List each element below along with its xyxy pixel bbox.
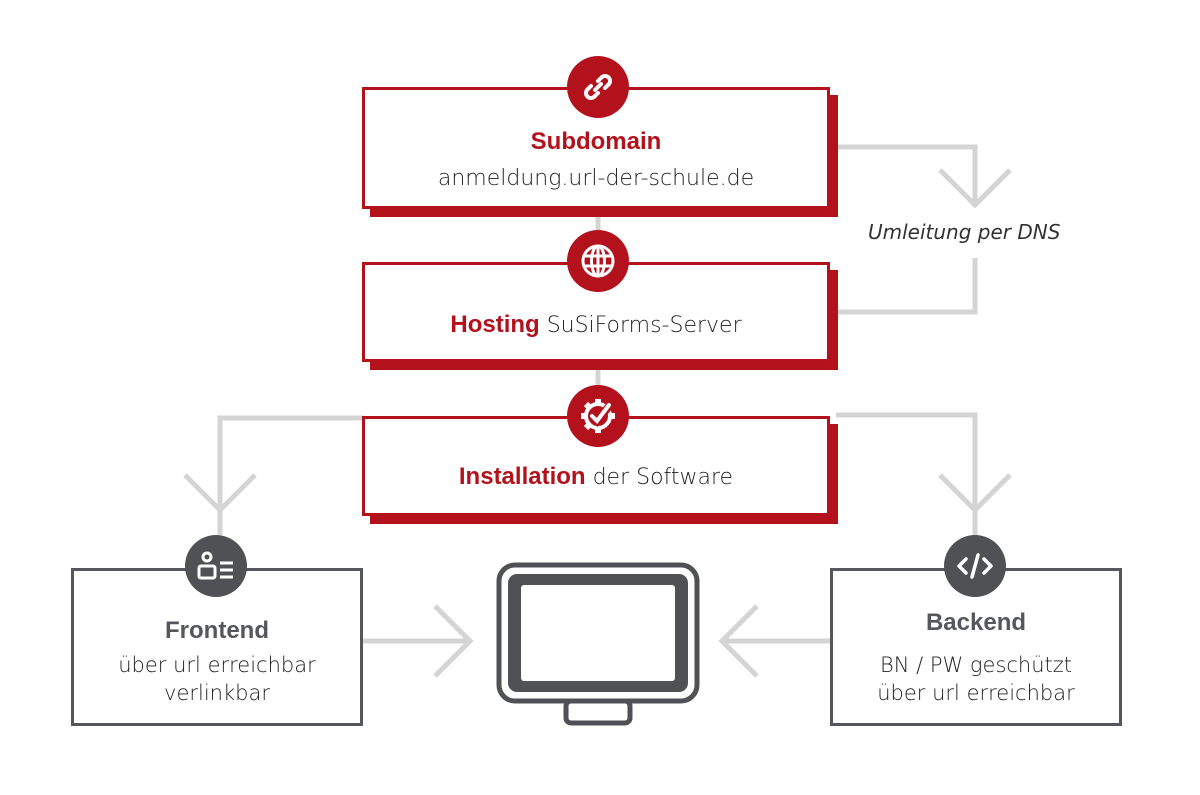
gear-check-icon — [567, 385, 629, 447]
node-installation-subtitle: der Software — [592, 465, 734, 490]
edge-dns-redirect — [836, 144, 978, 205]
node-frontend-line1: über url erreichbar — [118, 653, 316, 677]
node-installation-label: Installation der Software — [365, 463, 827, 491]
node-installation: Installation der Software — [362, 416, 830, 516]
edge-label-dns: Umleitung per DNS — [868, 220, 1061, 244]
node-backend-line1: BN / PW geschützt — [879, 653, 1073, 677]
node-backend-title: Backend — [925, 609, 1027, 636]
node-hosting-subtitle: SuSiForms-Server — [546, 313, 742, 338]
arrowhead-backend-device — [718, 604, 759, 678]
edge-dns-return — [836, 258, 978, 315]
edge-installation-backend — [836, 412, 978, 535]
node-hosting-title: Hosting — [450, 311, 540, 338]
tablet-screen-icon — [496, 562, 700, 726]
globe-icon — [567, 230, 629, 292]
edge-installation-frontend — [217, 415, 364, 535]
node-subdomain-subtitle: anmeldung.url-der-schule.de — [437, 166, 755, 191]
node-hosting-label: Hosting SuSiForms-Server — [365, 311, 827, 339]
node-subdomain-title: Subdomain — [530, 128, 662, 155]
link-icon — [567, 56, 629, 118]
arrowhead-frontend-device — [433, 604, 474, 678]
code-icon — [944, 535, 1006, 597]
arrowhead-backend — [938, 473, 1012, 514]
arrowhead-dns — [938, 168, 1012, 209]
node-subdomain: Subdomain anmeldung.url-der-schule.de — [362, 87, 830, 209]
node-frontend-line2: verlinkbar — [164, 681, 270, 705]
node-frontend-title: Frontend — [165, 617, 269, 644]
node-backend-line2: über url erreichbar — [877, 681, 1075, 705]
arrowhead-frontend — [183, 473, 257, 514]
user-list-icon — [185, 535, 247, 597]
node-installation-title: Installation — [458, 463, 586, 490]
